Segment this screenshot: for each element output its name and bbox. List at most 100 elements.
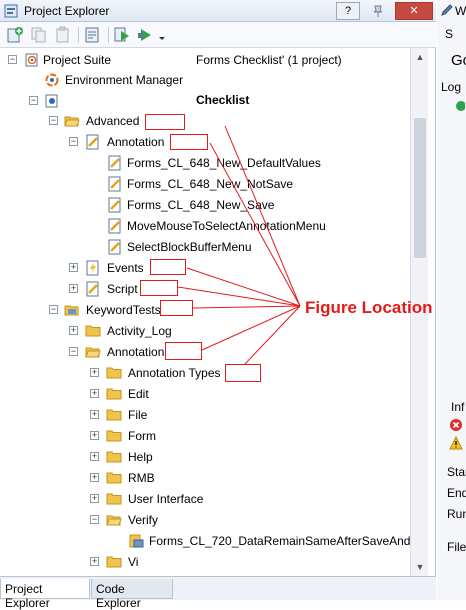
annotation-box (160, 300, 193, 316)
expand-icon[interactable]: + (69, 262, 78, 272)
user-interface-label: User Interface (128, 492, 204, 506)
activity-log-label: Activity_Log (107, 324, 172, 338)
collapse-icon[interactable]: − (69, 136, 78, 146)
end-label: End (447, 486, 466, 500)
file-info-label: File (447, 540, 466, 554)
collapse-icon[interactable]: − (8, 54, 17, 64)
scroll-up-icon[interactable]: ▲ (415, 52, 425, 62)
scroll-down-icon[interactable]: ▼ (415, 562, 425, 572)
tree-row-script[interactable]: SelectBlockBufferMenu (0, 237, 410, 257)
tree-row-edit[interactable]: + Edit (0, 384, 410, 404)
expand-icon[interactable]: + (90, 430, 99, 440)
tree-row-environment-manager[interactable]: Environment Manager (0, 70, 410, 90)
tree-row-script-folder[interactable]: + Script (0, 279, 410, 299)
right-title-label: W (455, 4, 466, 18)
script-item-label: MoveMouseToSelectAnnotationMenu (127, 219, 326, 233)
edit-icon[interactable] (84, 26, 102, 44)
vertical-scrollbar[interactable]: ▲ ▼ (410, 48, 428, 576)
tree-row-keyword-tests[interactable]: − KeywordTests (0, 300, 410, 320)
verify-test-label: Forms_CL_720_DataRemainSameAfterSaveAndR… (149, 534, 410, 548)
dropdown-arrow-icon[interactable] (157, 26, 167, 44)
folder-icon (106, 556, 122, 568)
folder-icon (106, 493, 122, 505)
expand-icon[interactable]: + (90, 472, 99, 482)
folder-icon (106, 367, 122, 379)
kt-annotation-label: Annotation (107, 345, 165, 359)
collapse-icon[interactable]: − (29, 95, 38, 105)
tree-row-form[interactable]: + Form (0, 426, 410, 446)
annotation-box (170, 134, 208, 150)
go-label[interactable]: Go (451, 52, 466, 69)
script-file-icon (108, 197, 121, 213)
keyword-tests-icon (64, 305, 79, 316)
run-icon[interactable] (113, 26, 131, 44)
add-item-icon[interactable] (6, 26, 24, 44)
error-icon (450, 419, 462, 431)
tree-row-script[interactable]: Forms_CL_648_New_NotSave (0, 174, 410, 194)
close-button[interactable]: ✕ (395, 2, 433, 20)
tree-row-project-suite[interactable]: − Project Suite Forms Checklist' (1 proj… (0, 50, 410, 70)
tree-row-verify-test[interactable]: Forms_CL_720_DataRemainSameAfterSaveAndR… (0, 531, 410, 551)
tree-row-annotation-types[interactable]: + Annotation Types (0, 363, 410, 383)
environment-manager-label: Environment Manager (65, 73, 184, 87)
open-folder-icon (64, 116, 80, 127)
annotation-types-label: Annotation Types (128, 366, 221, 380)
log-label: Log (441, 80, 462, 94)
warning-icon (449, 436, 463, 450)
expand-icon[interactable]: + (90, 451, 99, 461)
panel-title: Project Explorer (24, 4, 110, 18)
tree-row-script[interactable]: MoveMouseToSelectAnnotationMenu (0, 216, 410, 236)
tree-row-advanced[interactable]: − Advanced (0, 111, 410, 131)
edit-label: Edit (128, 387, 149, 401)
collapse-icon[interactable]: − (69, 346, 78, 356)
open-folder-icon (85, 347, 101, 358)
tree-row-events[interactable]: + Events (0, 258, 410, 278)
project-explorer-icon (4, 4, 18, 18)
expand-icon[interactable]: + (90, 409, 99, 419)
tree-row-file[interactable]: + File (0, 405, 410, 425)
tab-project-explorer[interactable]: Project Explorer (0, 579, 90, 610)
expand-icon[interactable]: + (69, 325, 78, 335)
tree-row-partial[interactable]: + Vi (0, 552, 410, 572)
annotation-label: Annotation (107, 135, 165, 149)
annotation-box (165, 342, 202, 360)
status-circle-icon (456, 101, 465, 111)
tree-row-script[interactable]: Forms_CL_648_New_Save (0, 195, 410, 215)
script-file-icon (108, 155, 121, 171)
run-options-icon[interactable] (137, 26, 155, 44)
expand-icon[interactable]: + (90, 388, 99, 398)
toolbar-separator (108, 27, 109, 43)
expand-icon[interactable]: + (90, 493, 99, 503)
script-unit-icon (86, 134, 99, 150)
script-file-icon (108, 239, 121, 255)
scroll-thumb[interactable] (414, 118, 426, 258)
tab-code-explorer[interactable]: Code Explorer (91, 579, 173, 610)
form-label: Form (128, 429, 156, 443)
toolbar-separator (78, 27, 79, 43)
tree-row-activity-log[interactable]: + Activity_Log (0, 321, 410, 341)
script-folder-icon (86, 281, 99, 297)
paste-icon[interactable] (54, 26, 72, 44)
expand-icon[interactable]: + (90, 367, 99, 377)
start-label: Star (447, 465, 466, 479)
tree-row-kt-annotation[interactable]: − Annotation (0, 342, 410, 362)
copy-icon[interactable] (30, 26, 48, 44)
pin-button[interactable] (366, 2, 390, 20)
tree-row-project[interactable]: − (0, 91, 410, 111)
tree-row-help[interactable]: + Help (0, 447, 410, 467)
right-side-panel: W S Go Log Inf Star End Run File (437, 0, 466, 600)
annotation-box (225, 364, 261, 382)
expand-icon[interactable]: + (90, 556, 99, 566)
collapse-icon[interactable]: − (49, 115, 58, 125)
tree-row-annotation[interactable]: − Annotation (0, 132, 410, 152)
tree-row-rmb[interactable]: + RMB (0, 468, 410, 488)
collapse-icon[interactable]: − (49, 304, 58, 314)
tree-row-verify[interactable]: − Verify (0, 510, 410, 530)
tree-row-user-interface[interactable]: + User Interface (0, 489, 410, 509)
expand-icon[interactable]: + (69, 283, 78, 293)
help-button[interactable]: ? (336, 2, 360, 20)
tree-row-script[interactable]: Forms_CL_648_New_DefaultValues (0, 153, 410, 173)
collapse-icon[interactable]: − (90, 514, 99, 524)
script-file-icon (108, 218, 121, 234)
